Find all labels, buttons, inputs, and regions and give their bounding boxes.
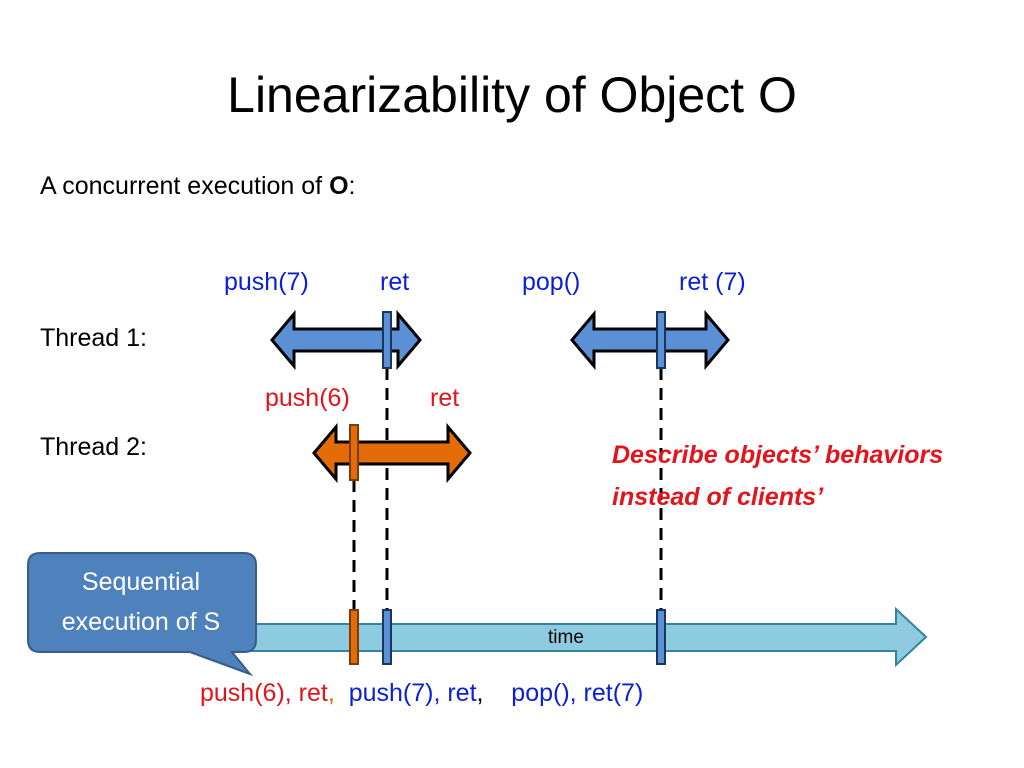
note-line-2: instead of clients’ [612, 483, 824, 511]
time-label: time [548, 627, 584, 648]
thread1-push7-ret-label: ret [380, 268, 410, 296]
thread2-push6-ret-label: ret [430, 384, 460, 412]
thread1-op2-arrow [570, 309, 730, 371]
marker-push6 [349, 424, 359, 481]
seq-pop: pop(), ret(7) [511, 679, 644, 707]
thread1-pop-ret-label: ret (7) [679, 268, 746, 296]
time-marker-push7 [382, 609, 392, 665]
intro-text: A concurrent execution of O: [40, 172, 355, 201]
thread1-label: Thread 1: [40, 324, 148, 352]
object-name: O [329, 172, 349, 200]
callout-line-2: execution of S [61, 608, 221, 636]
intro-colon: : [348, 172, 356, 200]
page-title: Linearizability of Object O [227, 67, 797, 123]
marker-push7 [382, 311, 392, 369]
seq-comma-1: , [327, 679, 335, 707]
thread2-label: Thread 2: [40, 433, 148, 461]
time-marker-push6 [349, 609, 359, 665]
intro-label: A concurrent execution of [40, 172, 330, 200]
thread2-push6-label: push(6) [265, 384, 350, 412]
thread1-pop-label: pop() [522, 268, 581, 296]
seq-push7: push(7), ret [348, 679, 477, 707]
time-arrow [229, 606, 928, 668]
time-marker-pop [656, 609, 666, 665]
callout-text: Sequential execution of S [28, 562, 254, 642]
callout-line-1: Sequential [81, 568, 201, 596]
sequential-execution: push(6), ret, push(7), ret, pop(), ret(7… [200, 679, 643, 708]
callout-bubble [27, 552, 257, 677]
seq-push6: push(6), ret [200, 679, 328, 707]
thread1-op1-arrow [270, 309, 422, 371]
thread2-op1-arrow [312, 422, 472, 484]
marker-pop [656, 311, 666, 369]
seq-comma-2: , [476, 679, 484, 707]
note-line-1: Describe objects’ behaviors [612, 441, 944, 469]
behavior-note: Describe objects’ behaviors instead of c… [612, 434, 943, 518]
thread1-push7-label: push(7) [224, 268, 309, 296]
